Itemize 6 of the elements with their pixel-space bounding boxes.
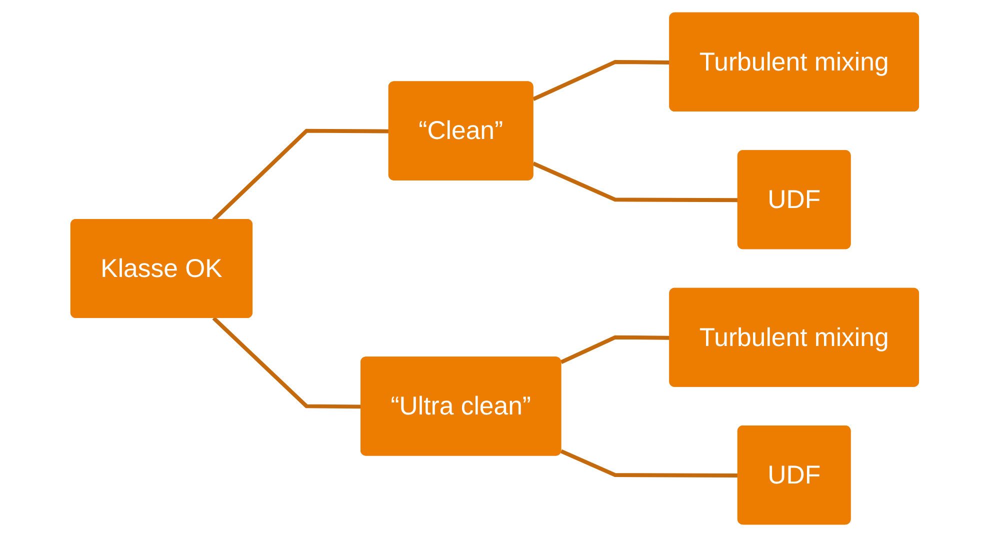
connector <box>560 449 739 478</box>
connector <box>532 162 739 202</box>
connector <box>212 128 390 222</box>
connector <box>560 335 670 364</box>
connector <box>532 60 670 102</box>
connector <box>212 316 362 409</box>
